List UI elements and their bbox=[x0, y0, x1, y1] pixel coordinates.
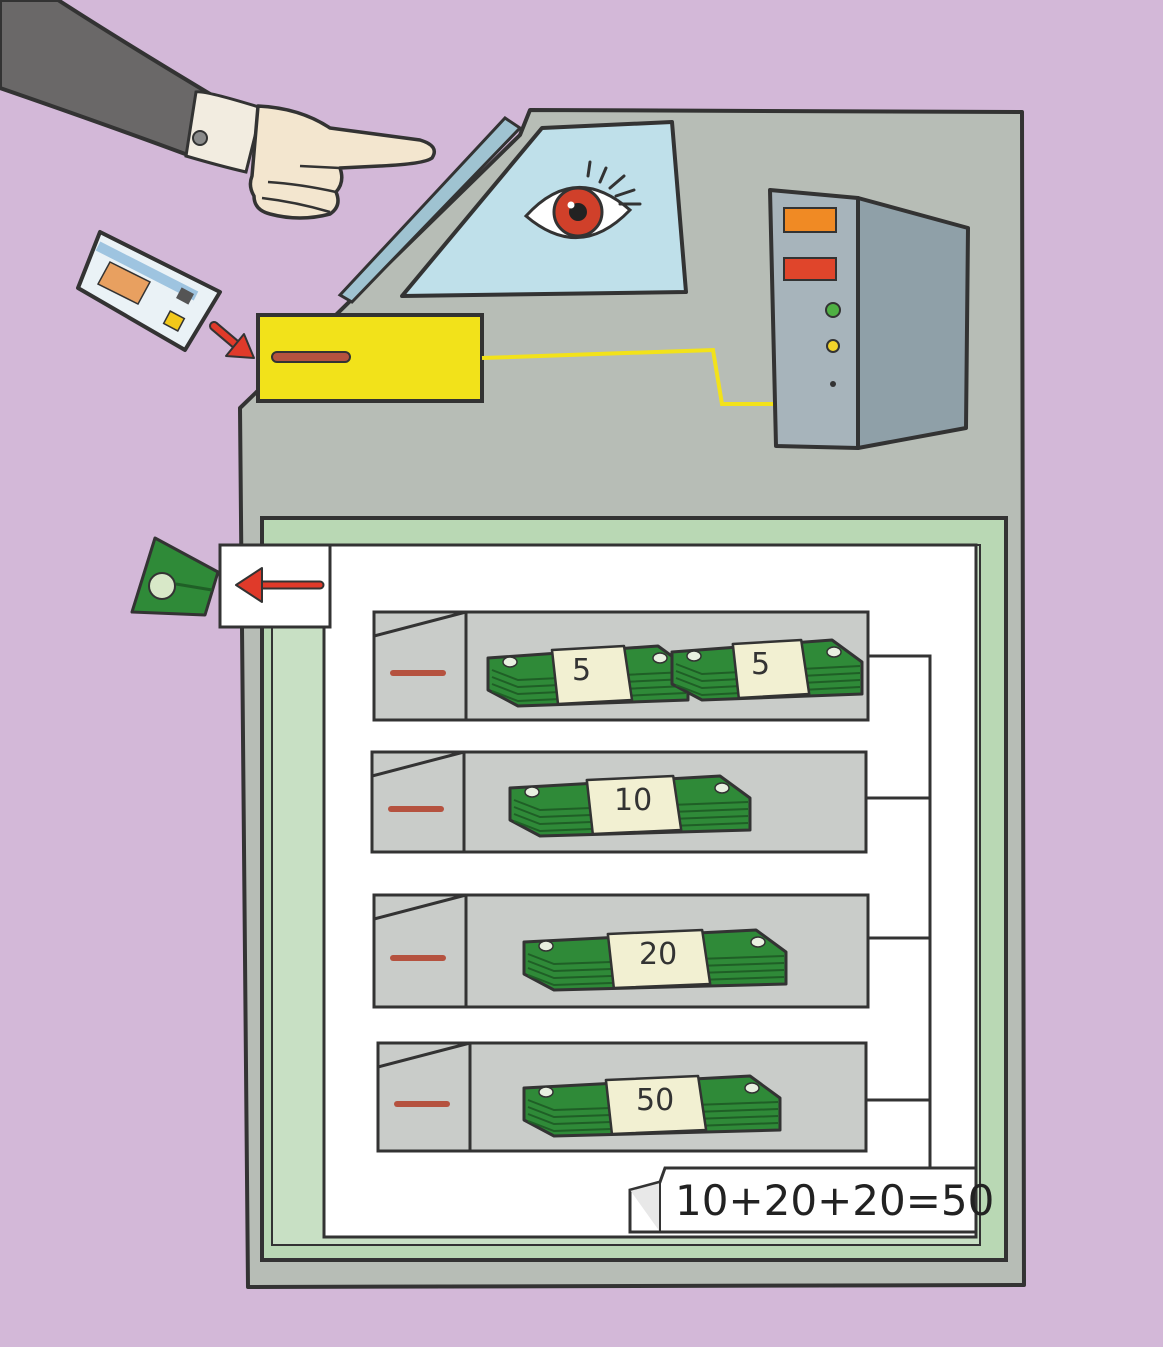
money-bundle: 5 bbox=[670, 638, 864, 702]
equation-text: 10+20+20=50 bbox=[675, 1176, 994, 1225]
drawer-handle bbox=[390, 670, 446, 676]
denomination-label: 10 bbox=[614, 783, 652, 818]
led-green bbox=[825, 302, 841, 318]
hand bbox=[248, 104, 436, 220]
drawer-front-edge bbox=[377, 1041, 472, 1151]
computer-tower-icon bbox=[768, 188, 970, 450]
suit-sleeve bbox=[0, 0, 212, 160]
drawer-handle bbox=[394, 1101, 450, 1107]
drawer-front-edge bbox=[371, 750, 466, 852]
dispense-arrow bbox=[235, 567, 325, 603]
power-dot bbox=[830, 381, 836, 387]
cufflink bbox=[192, 130, 208, 146]
money-bundle: 20 bbox=[522, 928, 788, 992]
receipt-note: 10+20+20=50 bbox=[628, 1166, 994, 1234]
cash-drawer: 50 bbox=[376, 1041, 868, 1153]
money-bundle: 50 bbox=[522, 1074, 782, 1138]
denomination-label: 20 bbox=[639, 937, 677, 972]
bank-card-icon bbox=[76, 230, 222, 352]
denomination-label: 50 bbox=[636, 1083, 674, 1118]
led-yellow bbox=[826, 339, 840, 353]
money-bundle: 10 bbox=[508, 774, 752, 838]
card-reader-cable bbox=[481, 347, 775, 406]
pointing-hand-icon bbox=[0, 0, 436, 220]
denomination-label: 5 bbox=[572, 653, 591, 688]
dispensed-bill-icon bbox=[130, 536, 220, 617]
card-reader bbox=[256, 313, 484, 403]
money-bundle: 5 bbox=[486, 644, 690, 708]
card-insert-arrow bbox=[209, 321, 255, 359]
drawer-front-edge bbox=[373, 610, 468, 720]
iris-scanner-screen bbox=[400, 120, 688, 298]
machine-top-rim bbox=[337, 116, 523, 304]
drawer-handle bbox=[388, 806, 444, 812]
drawer-wiring bbox=[866, 654, 932, 1180]
card-slot bbox=[271, 351, 351, 363]
cash-drawer: 10 bbox=[370, 750, 868, 854]
denomination-label: 5 bbox=[751, 647, 770, 682]
drawer-handle bbox=[390, 955, 446, 961]
led-orange bbox=[783, 207, 837, 233]
eye-icon bbox=[523, 160, 642, 239]
drawer-front-edge bbox=[373, 893, 468, 1007]
led-red bbox=[783, 257, 837, 281]
cash-drawer: 20 bbox=[372, 893, 870, 1009]
